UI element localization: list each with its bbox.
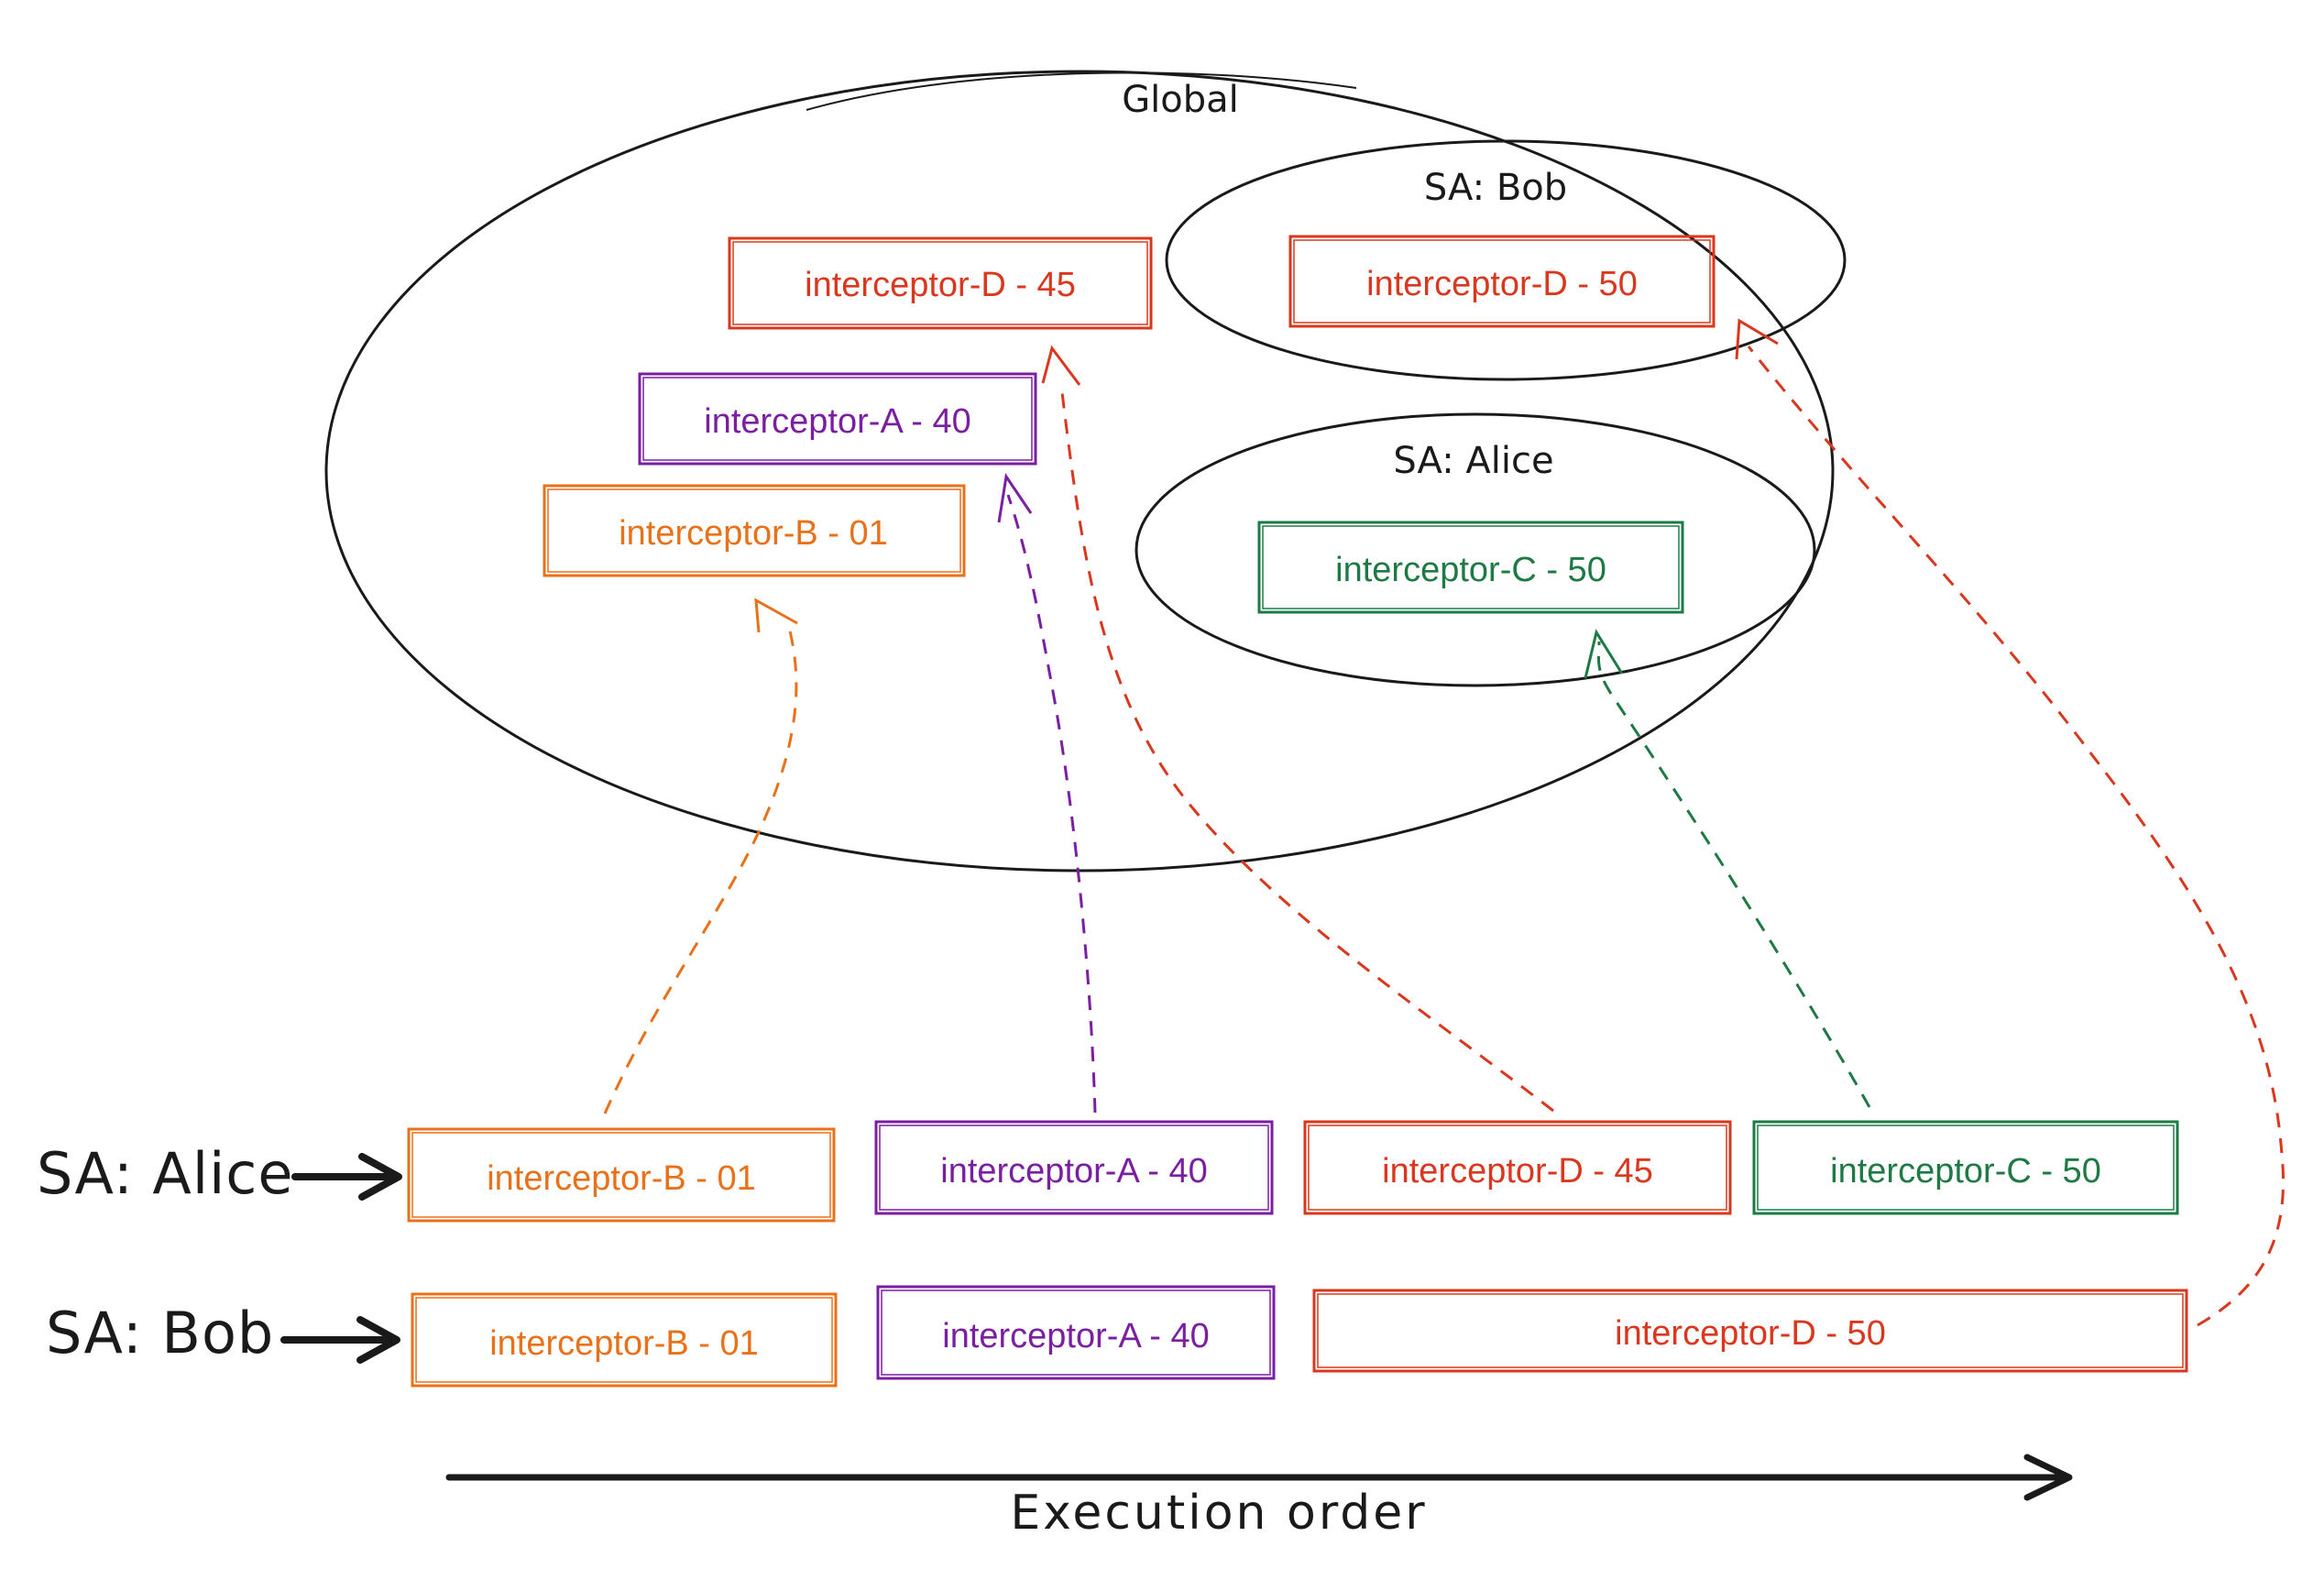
alice-row-box-d45-label: interceptor-D - 45 [1382,1152,1653,1190]
bob-row-box-b01: interceptor-B - 01 [411,1292,838,1388]
bob-row-box-d50-label: interceptor-D - 50 [1615,1314,1886,1353]
alice-region-label: SA: Alice [1393,440,1553,482]
bob-region-label: SA: Bob [1424,167,1567,209]
alice-row-box-c50-label: interceptor-C - 50 [1830,1152,2101,1190]
global-box-a40: interceptor-A - 40 [638,372,1037,466]
global-box-b01-label: interceptor-B - 01 [619,514,888,553]
connector-b01 [603,598,798,1114]
bob-row-box-a40-label: interceptor-A - 40 [942,1317,1209,1355]
global-box-b01: interceptor-B - 01 [543,484,966,577]
row-label-alice: SA: Alice [37,1140,294,1207]
bob-row-box-b01-label: interceptor-B - 01 [489,1324,759,1363]
execution-order-arrow [445,1454,2073,1501]
alice-row-box-a40: interceptor-A - 40 [874,1120,1274,1215]
global-region: Global [324,70,1835,872]
connector-d50 [1735,318,2285,1327]
bob-region: SA: Bob [1165,139,1847,381]
alice-row-box-d45: interceptor-D - 45 [1303,1120,1732,1215]
alice-box-c50-label: interceptor-C - 50 [1335,551,1606,589]
row-arrow-bob [280,1316,400,1364]
execution-order-label: Execution order [1010,1486,1427,1541]
bob-row-box-a40: interceptor-A - 40 [876,1285,1276,1380]
alice-box-c50: interceptor-C - 50 [1257,521,1684,614]
alice-row-box-a40-label: interceptor-A - 40 [940,1152,1207,1190]
global-box-a40-label: interceptor-A - 40 [704,402,970,441]
global-label: Global [1122,79,1239,121]
alice-region: SA: Alice [1135,412,1816,687]
global-box-d45: interceptor-D - 45 [728,236,1153,330]
alice-row-box-c50: interceptor-C - 50 [1752,1120,2179,1215]
global-box-d45-label: interceptor-D - 45 [805,266,1076,304]
row-label-bob: SA: Bob [46,1300,274,1366]
bob-box-d50-label: interceptor-D - 50 [1366,265,1638,303]
alice-row-box-b01: interceptor-B - 01 [407,1127,836,1223]
connector-a40 [997,473,1097,1114]
connector-c50 [1584,629,1871,1108]
row-arrow-alice [291,1153,402,1201]
connector-d45 [1041,345,1554,1113]
bob-box-d50: interceptor-D - 50 [1288,235,1716,328]
bob-row-box-d50: interceptor-D - 50 [1312,1289,2188,1373]
alice-row-box-b01-label: interceptor-B - 01 [487,1159,756,1198]
